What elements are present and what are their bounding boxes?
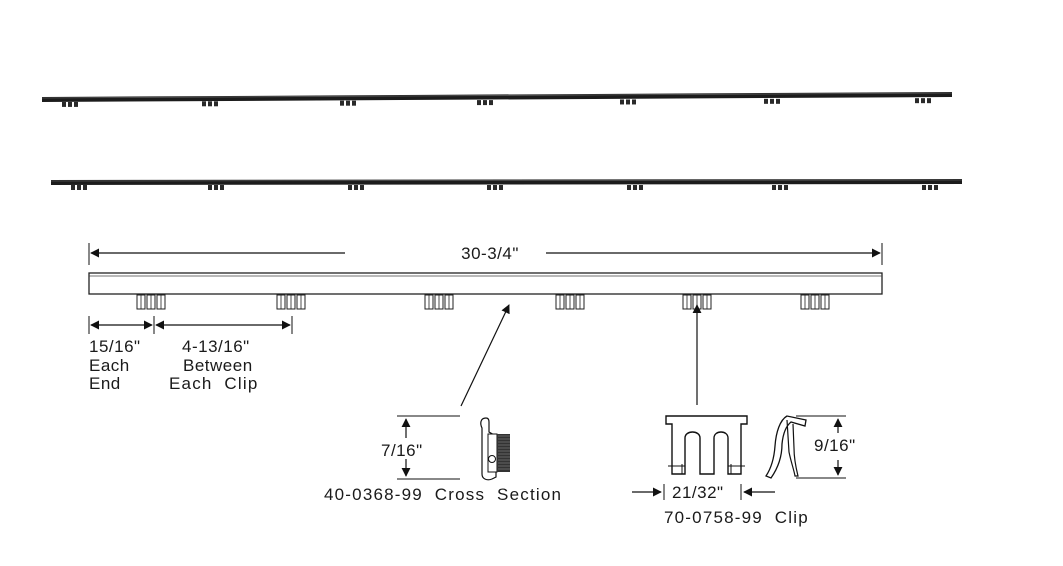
drawing-clips xyxy=(136,294,830,310)
strip-clip xyxy=(62,101,78,107)
cross-section-height-label: 7/16" xyxy=(381,441,423,460)
clip-spacing-line2: Each Clip xyxy=(169,374,258,393)
drawing-clip xyxy=(136,294,166,310)
clip-caption: 70-0758-99 Clip xyxy=(664,508,809,527)
clip-side-view xyxy=(765,415,807,479)
end-offset-value: 15/16" xyxy=(89,337,141,356)
strip-clip xyxy=(348,185,364,190)
clip-group: 9/16" 21/32" 70-0758-99 Clip xyxy=(632,415,856,527)
strip-clip xyxy=(627,185,643,190)
strip-line-drawing xyxy=(88,272,883,310)
clip-width-label: 21/32" xyxy=(672,483,724,502)
strip-clip xyxy=(620,99,636,105)
strip-clip xyxy=(922,185,938,190)
strip-clip xyxy=(208,185,224,190)
end-offset-line1: Each xyxy=(89,356,130,375)
clip-height-label: 9/16" xyxy=(814,436,856,455)
drawing-clip xyxy=(424,294,454,310)
clip-spacing-value: 4-13/16" xyxy=(182,337,250,356)
strip-clip xyxy=(764,98,780,104)
drawing-clip xyxy=(555,294,585,310)
weatherstrip-bottom xyxy=(50,179,963,190)
strip-clip xyxy=(202,101,218,107)
overall-length-dimension: 30-3/4" xyxy=(88,243,883,265)
weatherstrip-top xyxy=(41,92,953,107)
strip-clip xyxy=(487,185,503,190)
strip-clip xyxy=(477,100,493,106)
cross-section-caption: 40-0368-99 Cross Section xyxy=(324,485,562,504)
end-offset-line2: End xyxy=(89,374,121,393)
spacing-dimensions: 15/16" Each End 4-13/16" Between Each Cl… xyxy=(88,316,293,393)
cross-section-leader-arrow xyxy=(460,304,510,407)
overall-length-label: 30-3/4" xyxy=(461,244,519,263)
cross-section-profile xyxy=(480,417,510,481)
strip-clip xyxy=(772,185,788,190)
clip-front-view xyxy=(665,415,748,475)
drawing-clip xyxy=(800,294,830,310)
cross-section-group: 7/16" 40-0368-99 Cross Section xyxy=(324,415,562,504)
strip-clip xyxy=(71,185,87,190)
strip-clip xyxy=(915,98,931,104)
drawing-clip xyxy=(276,294,306,310)
drawing-clip xyxy=(682,294,712,310)
clip-spacing-line1: Between xyxy=(183,356,253,375)
strip-clip xyxy=(340,100,356,106)
